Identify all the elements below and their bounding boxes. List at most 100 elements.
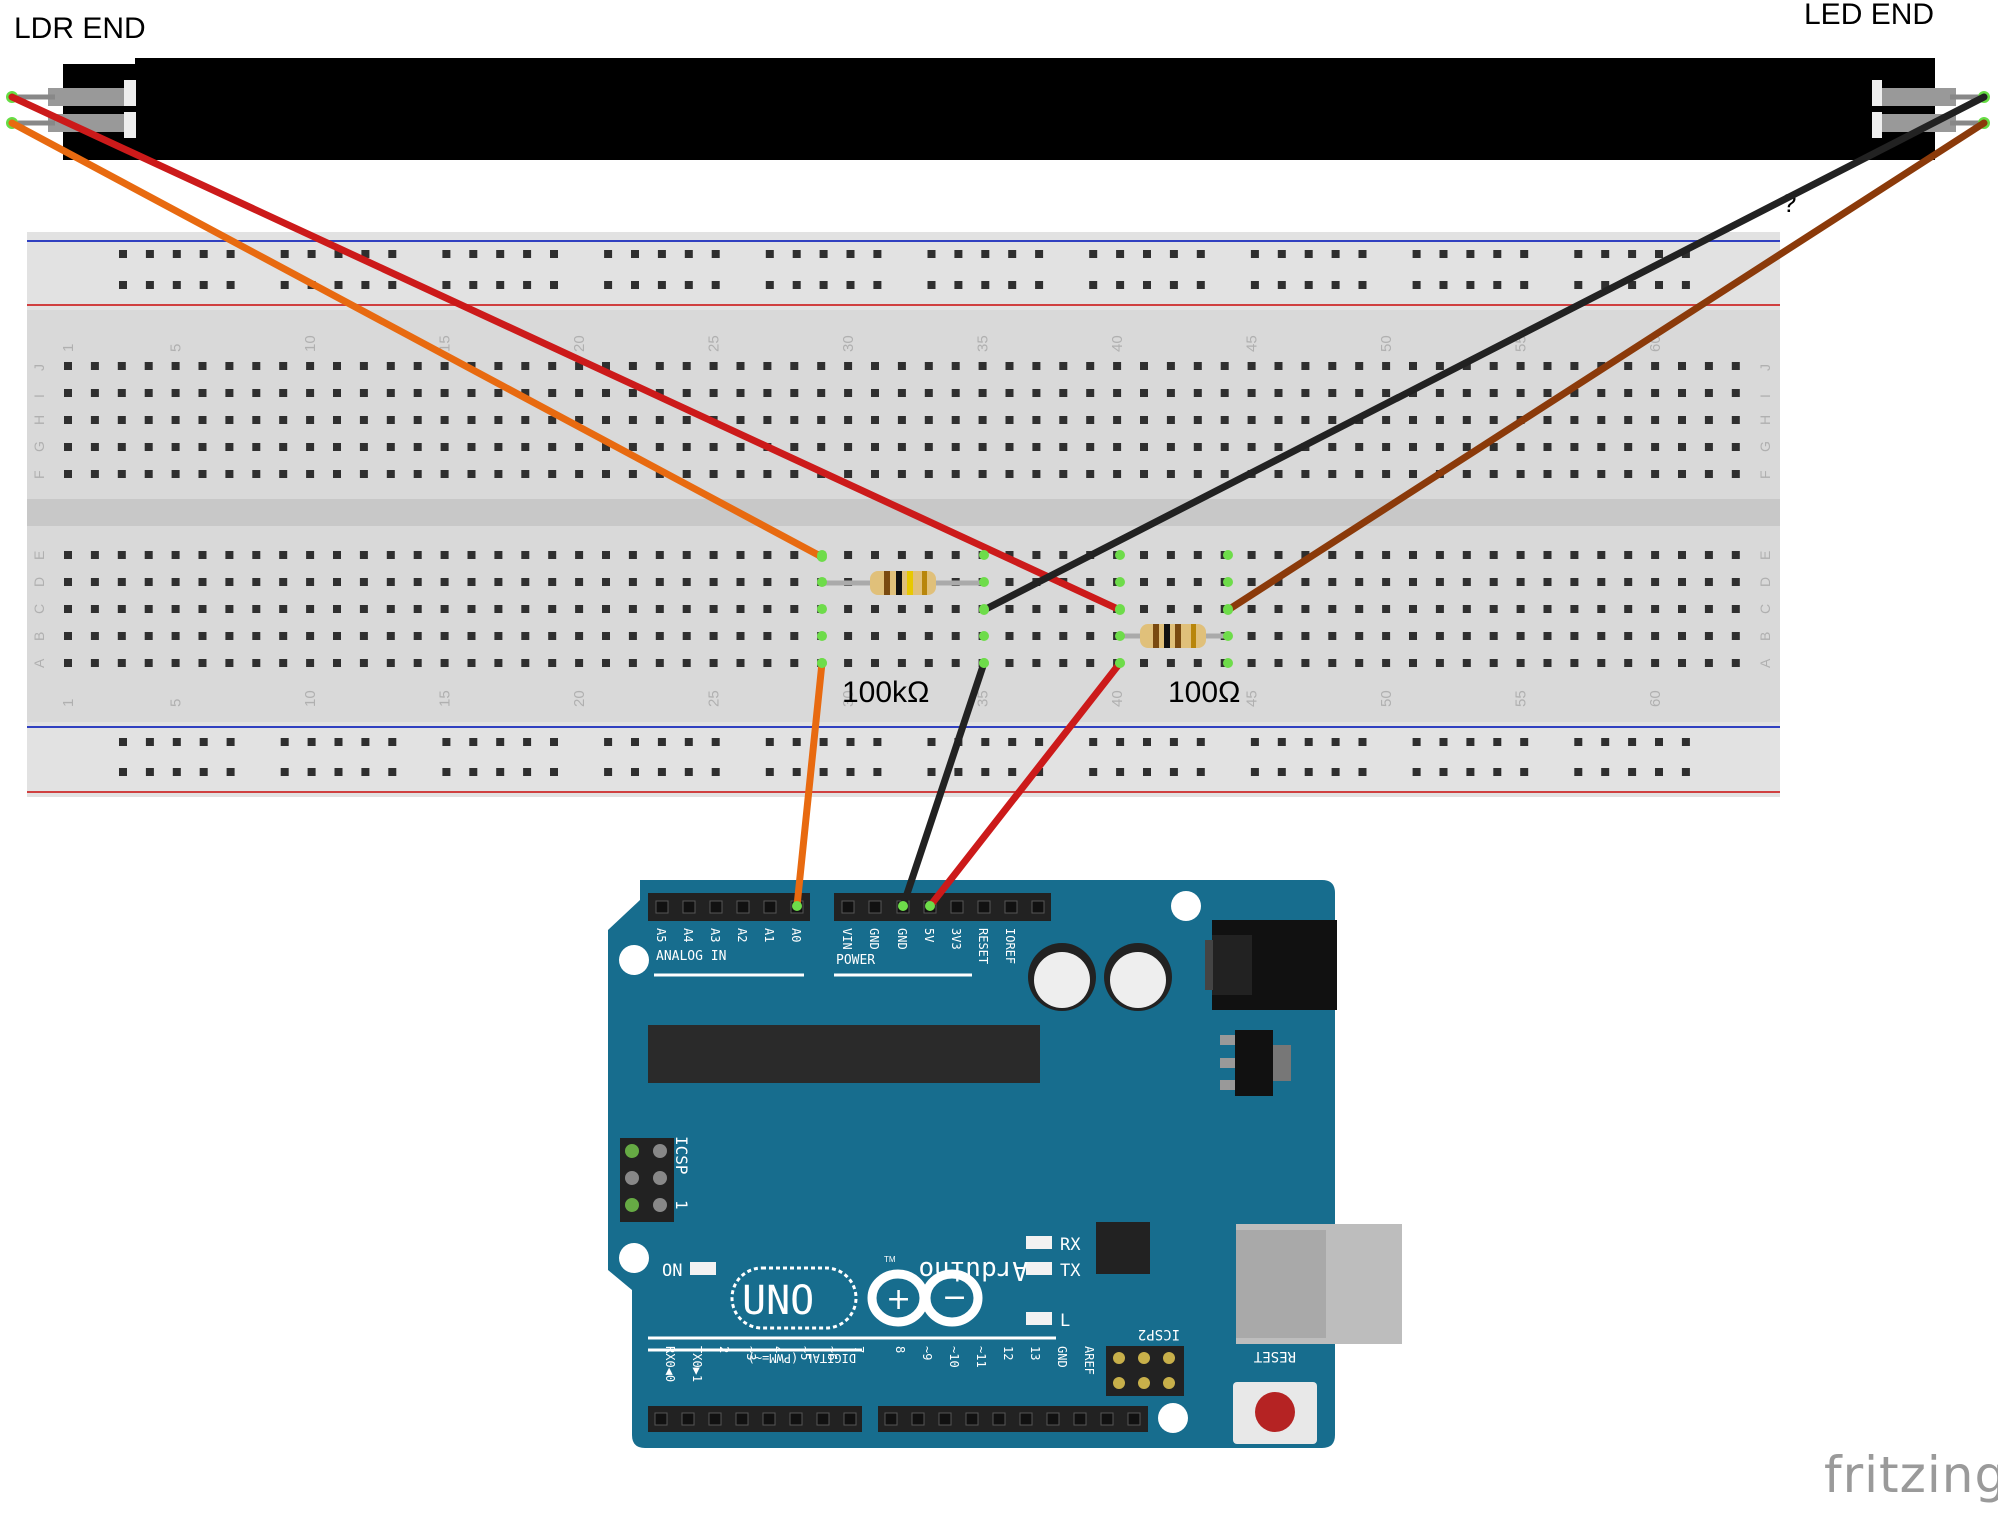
breadboard-holes — [64, 250, 1740, 776]
digital-pin[interactable] — [992, 1412, 1006, 1426]
digital-pin[interactable] — [681, 1412, 695, 1426]
breadboard-hole — [306, 551, 315, 559]
breadboard-hole — [1543, 551, 1552, 559]
breadboard-hole — [655, 389, 664, 397]
reset-button[interactable] — [1233, 1382, 1317, 1444]
breadboard-hole — [871, 470, 879, 478]
rail-hole — [846, 281, 855, 289]
breadboard-hole — [225, 605, 234, 613]
breadboard-hole — [548, 605, 557, 613]
breadboard-hole — [1624, 470, 1633, 478]
breadboard-hole — [440, 470, 449, 478]
breadboard-hole — [1274, 632, 1283, 640]
digital-pin[interactable] — [816, 1412, 830, 1426]
breadboard-hole — [1355, 578, 1364, 586]
rail-hole — [846, 738, 855, 746]
digital-pin[interactable] — [884, 1412, 898, 1426]
breadboard-hole — [575, 389, 584, 397]
breadboard-hole — [1328, 632, 1337, 640]
digital-pin[interactable] — [789, 1412, 803, 1426]
breadboard-hole — [144, 470, 153, 478]
analog-pin[interactable] — [709, 900, 723, 914]
power-jack — [1205, 920, 1337, 1010]
breadboard-hole — [602, 551, 610, 559]
breadboard-hole — [1704, 578, 1713, 586]
column-number-bottom: 5 — [168, 699, 185, 707]
rail-hole — [1304, 250, 1313, 258]
rail-hole — [334, 738, 343, 746]
analog-pin[interactable] — [736, 900, 750, 914]
row-letter: D — [1757, 577, 1773, 587]
digital-pin[interactable] — [1046, 1412, 1060, 1426]
breadboard-hole — [1166, 416, 1175, 424]
rail-hole — [846, 250, 855, 258]
rail-hole — [1196, 250, 1205, 258]
analog-pin[interactable] — [655, 900, 669, 914]
digital-pin[interactable] — [654, 1412, 668, 1426]
power-pin[interactable] — [1004, 900, 1018, 914]
breadboard-hole — [1543, 632, 1552, 640]
power-pin[interactable] — [977, 900, 991, 914]
breadboard-hole — [1032, 470, 1041, 478]
breadboard-hole — [1086, 578, 1095, 586]
wire-end — [925, 901, 935, 911]
digital-pin[interactable] — [735, 1412, 749, 1426]
analog-pin[interactable] — [682, 900, 696, 914]
breadboard-hole — [1193, 416, 1202, 424]
digital-pin[interactable] — [965, 1412, 979, 1426]
rail-hole — [1169, 768, 1178, 776]
breadboard-hole — [1086, 659, 1095, 667]
digital-pin[interactable] — [911, 1412, 925, 1426]
breadboard-hole — [198, 659, 207, 667]
tx-label: TX — [1060, 1261, 1081, 1281]
breadboard-hole — [64, 578, 72, 586]
power-pin[interactable] — [1031, 900, 1045, 914]
breadboard-hole — [359, 578, 368, 586]
breadboard-hole — [1597, 551, 1606, 559]
power-pin[interactable] — [950, 900, 964, 914]
breadboard-hole — [1704, 551, 1713, 559]
rail-hole — [927, 281, 936, 289]
breadboard-hole — [1005, 443, 1014, 451]
digital-pin[interactable] — [843, 1412, 857, 1426]
breadboard-hole — [1166, 605, 1175, 613]
breadboard-hole — [1435, 389, 1444, 397]
digital-pin[interactable] — [708, 1412, 722, 1426]
digital-pin[interactable] — [762, 1412, 776, 1426]
breadboard-hole — [628, 362, 637, 370]
breadboard-hole — [1624, 659, 1633, 667]
rail-hole — [199, 768, 208, 776]
breadboard-hole — [1489, 551, 1498, 559]
row-letter: H — [31, 415, 47, 425]
breadboard-hole — [1193, 389, 1202, 397]
digital-pin[interactable] — [1073, 1412, 1087, 1426]
breadboard-hole — [1570, 443, 1579, 451]
breadboard-hole — [252, 389, 261, 397]
rail-hole — [927, 738, 936, 746]
breadboard-hole — [1032, 362, 1041, 370]
rail-hole — [1169, 250, 1178, 258]
digital-pin[interactable] — [1100, 1412, 1114, 1426]
breadboard-hole — [1247, 389, 1256, 397]
breadboard-hole — [1059, 659, 1068, 667]
breadboard-hole — [1597, 659, 1606, 667]
digital-pin[interactable] — [1127, 1412, 1141, 1426]
rail-hole — [1628, 768, 1637, 776]
analog-pin[interactable] — [763, 900, 777, 914]
digital-pin[interactable] — [938, 1412, 952, 1426]
breadboard-hole — [1301, 416, 1310, 424]
breadboard-hole — [1140, 362, 1148, 370]
power-pin[interactable] — [868, 900, 882, 914]
power-pin[interactable] — [841, 900, 855, 914]
digital-pin[interactable] — [1019, 1412, 1033, 1426]
digital-pin-label: 12 — [1001, 1346, 1015, 1360]
breadboard-hole — [521, 416, 530, 424]
rail-hole — [846, 768, 855, 776]
breadboard-hole — [709, 389, 718, 397]
rail-hole — [1412, 768, 1421, 776]
digital-header-low — [648, 1406, 862, 1432]
breadboard-hole — [844, 551, 853, 559]
breadboard-hole — [359, 389, 368, 397]
